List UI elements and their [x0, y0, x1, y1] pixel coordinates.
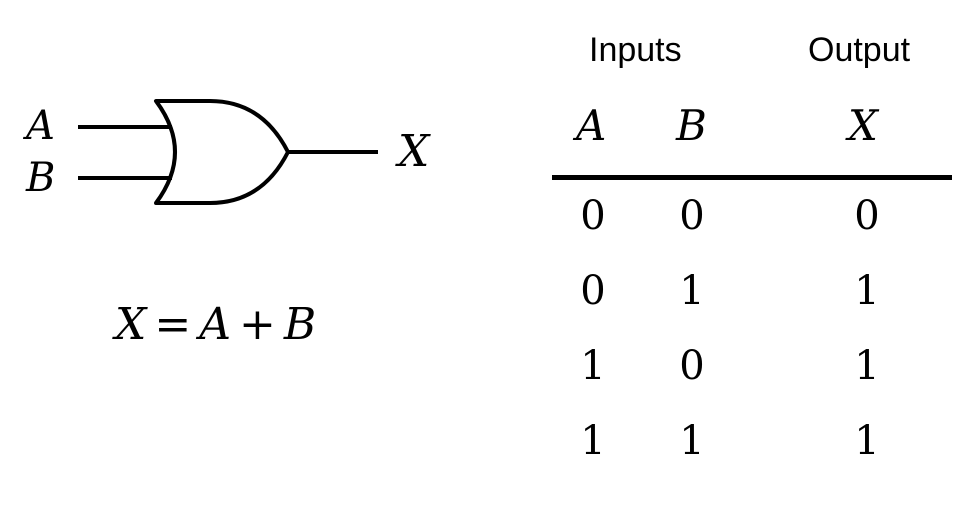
column-header-a: A [576, 101, 607, 150]
boolean-equation: X=A+B [115, 300, 316, 350]
equation-term-b: B [283, 299, 317, 350]
equation-equals: = [154, 299, 192, 350]
equation-term-a: A [199, 299, 231, 350]
input-b-label: B [26, 155, 56, 201]
table-cell: 1 [854, 268, 880, 314]
equation-lhs: X [115, 299, 147, 350]
table-cell: 1 [854, 418, 880, 464]
table-cell: 1 [679, 418, 705, 464]
table-cell: 1 [580, 343, 606, 389]
table-cell: 0 [580, 268, 606, 314]
table-cell: 0 [854, 193, 880, 239]
or-gate-body [154, 99, 290, 205]
output-x-label: X [398, 126, 430, 177]
table-cell: 1 [580, 418, 606, 464]
output-group-header: Output [808, 31, 911, 69]
table-cell: 0 [679, 343, 705, 389]
column-header-x: X [848, 101, 878, 150]
table-cell: 0 [679, 193, 705, 239]
inputs-group-header: Inputs [589, 31, 682, 69]
column-header-b: B [676, 101, 707, 150]
equation-plus: + [238, 299, 276, 350]
table-cell: 1 [679, 268, 705, 314]
table-cell: 1 [854, 343, 880, 389]
table-cell: 0 [580, 193, 606, 239]
input-a-label: A [26, 103, 55, 149]
header-divider [552, 175, 952, 180]
